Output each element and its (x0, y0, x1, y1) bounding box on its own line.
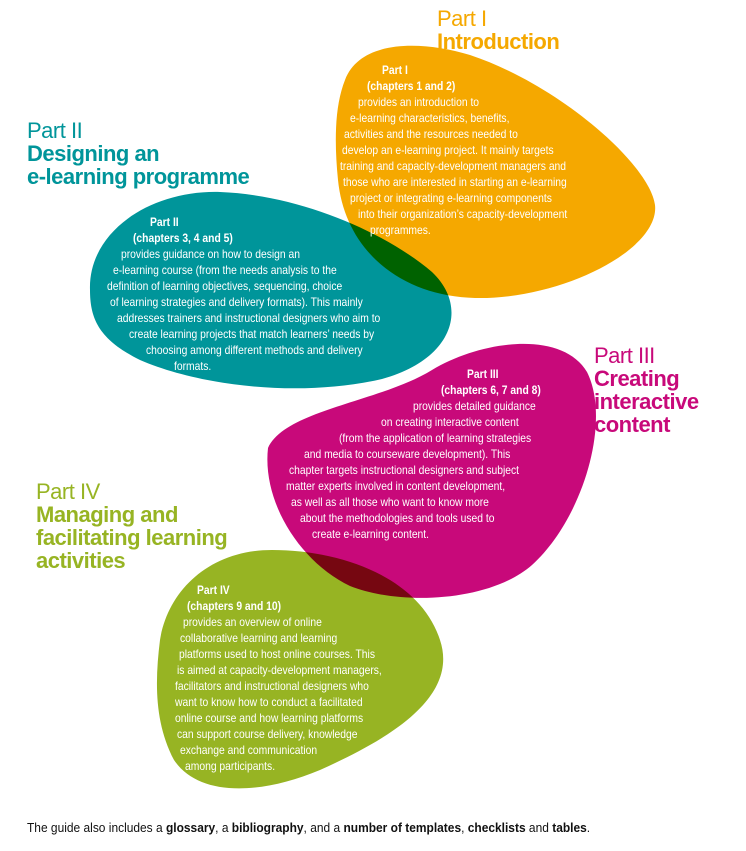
part1-description-line: e-learning characteristics, benefits, (350, 111, 510, 125)
part1-label: Part I (437, 6, 487, 31)
part2-description-line: e-learning course (from the needs analys… (113, 263, 337, 277)
part3-chapters: (chapters 6, 7 and 8) (441, 383, 541, 397)
part3-heading: Part III Creating interactive content (594, 344, 699, 436)
part4-blob-label: Part IV (197, 583, 230, 597)
part2-description-line: of learning strategies and delivery form… (110, 295, 363, 309)
part1-description-line: programmes. (370, 223, 431, 237)
footer-bold-tables: tables (552, 820, 587, 835)
part3-description-line: create e-learning content. (312, 527, 430, 541)
footer-note: The guide also includes a glossary, a bi… (27, 820, 590, 835)
part3-title-line: Creating (594, 366, 680, 391)
footer-text: . (586, 820, 591, 835)
part4-chapters: (chapters 9 and 10) (187, 599, 282, 613)
part3-description-line: and media to courseware development). Th… (304, 447, 511, 461)
part1-blob (335, 45, 656, 299)
part2-description-line: provides guidance on how to design an (121, 247, 301, 261)
part4-description-line: exchange and communication (180, 743, 318, 757)
footer-bold-checklists: checklists (467, 820, 526, 835)
part2-description-line: create learning projects that match lear… (129, 327, 375, 341)
part2-description-line: addresses trainers and instructional des… (117, 311, 381, 325)
part1-description-line: those who are interested in starting an … (343, 175, 567, 189)
part3-description-line: (from the application of learning strate… (339, 431, 532, 445)
part3-description-line: as well as all those who want to know mo… (291, 495, 489, 509)
part4-description-line: is aimed at capacity-development manager… (177, 663, 382, 677)
part4-description-line: among participants. (185, 759, 276, 773)
part4-description-line: platforms used to host online courses. T… (179, 647, 375, 661)
part3-blob (267, 343, 596, 598)
part2-description-line: choosing among different methods and del… (146, 343, 363, 357)
part2-chapters: (chapters 3, 4 and 5) (133, 231, 233, 245)
part1-description-line: project or integrating e-learning compon… (350, 191, 552, 205)
part4-description-line: collaborative learning and learning (180, 631, 338, 645)
part3-blob-label: Part III (467, 367, 499, 381)
part3-title-line: content (594, 412, 670, 437)
part1-description-line: training and capacity-development manage… (340, 159, 567, 173)
part1-description-line: activities and the resources needed to (344, 127, 518, 141)
part3-description-line: matter experts involved in content devel… (286, 479, 506, 493)
part4-description-line: want to know how to conduct a facilitate… (175, 695, 363, 709)
part4-title-line: facilitating learning (36, 525, 228, 550)
part4-title-line: Managing and (36, 502, 178, 527)
part4-label: Part IV (36, 479, 100, 504)
part3-label: Part III (594, 343, 655, 368)
part3-description-line: chapter targets instructional designers … (289, 463, 520, 477)
part4-description-line: can support course delivery, knowledge (177, 727, 358, 741)
footer-text: and (525, 820, 553, 835)
part4-description-line: online course and how learning platforms (175, 711, 364, 725)
part1-chapters: (chapters 1 and 2) (367, 79, 456, 93)
part1-heading: Part I Introduction (437, 6, 560, 54)
footer-bold-templates: number of templates (343, 820, 462, 835)
part2-heading: Part II Designing an e-learning programm… (27, 118, 250, 189)
part2-title-line: Designing an (27, 141, 160, 166)
part4-heading: Part IV Managing and facilitating learni… (36, 479, 228, 573)
part1-title: Introduction (437, 29, 560, 54)
footer-bold-bibliography: bibliography (231, 820, 304, 835)
part1-description-line: provides an introduction to (358, 95, 480, 109)
part2-title-line: e-learning programme (27, 164, 250, 189)
part4-description-line: provides an overview of online (183, 615, 322, 629)
footer-text: , (461, 820, 468, 835)
part2-description-line: formats. (174, 359, 212, 373)
part2-description-line: definition of learning objectives, seque… (107, 279, 343, 293)
part2-label: Part II (27, 118, 83, 143)
footer-bold-glossary: glossary (165, 820, 216, 835)
part3-description-line: about the methodologies and tools used t… (300, 511, 495, 525)
part4-title-line: activities (36, 548, 126, 573)
part2-blob-label: Part II (150, 215, 179, 229)
footer-text: The guide also includes a (27, 820, 166, 835)
part3-description-line: on creating interactive content (381, 415, 519, 429)
part1-blob-label: Part I (382, 63, 408, 77)
part4-description-line: facilitators and instructional designers… (175, 679, 369, 693)
part3-title-line: interactive (594, 389, 699, 414)
part1-description-line: into their organization’s capacity-devel… (358, 207, 568, 221)
part1-description-line: develop an e-learning project. It mainly… (342, 143, 554, 157)
part4-blob (156, 550, 444, 789)
part2-blob (89, 191, 452, 389)
part3-description-line: provides detailed guidance (413, 399, 536, 413)
footer-text: , and a (303, 820, 344, 835)
footer-text: , a (215, 820, 232, 835)
